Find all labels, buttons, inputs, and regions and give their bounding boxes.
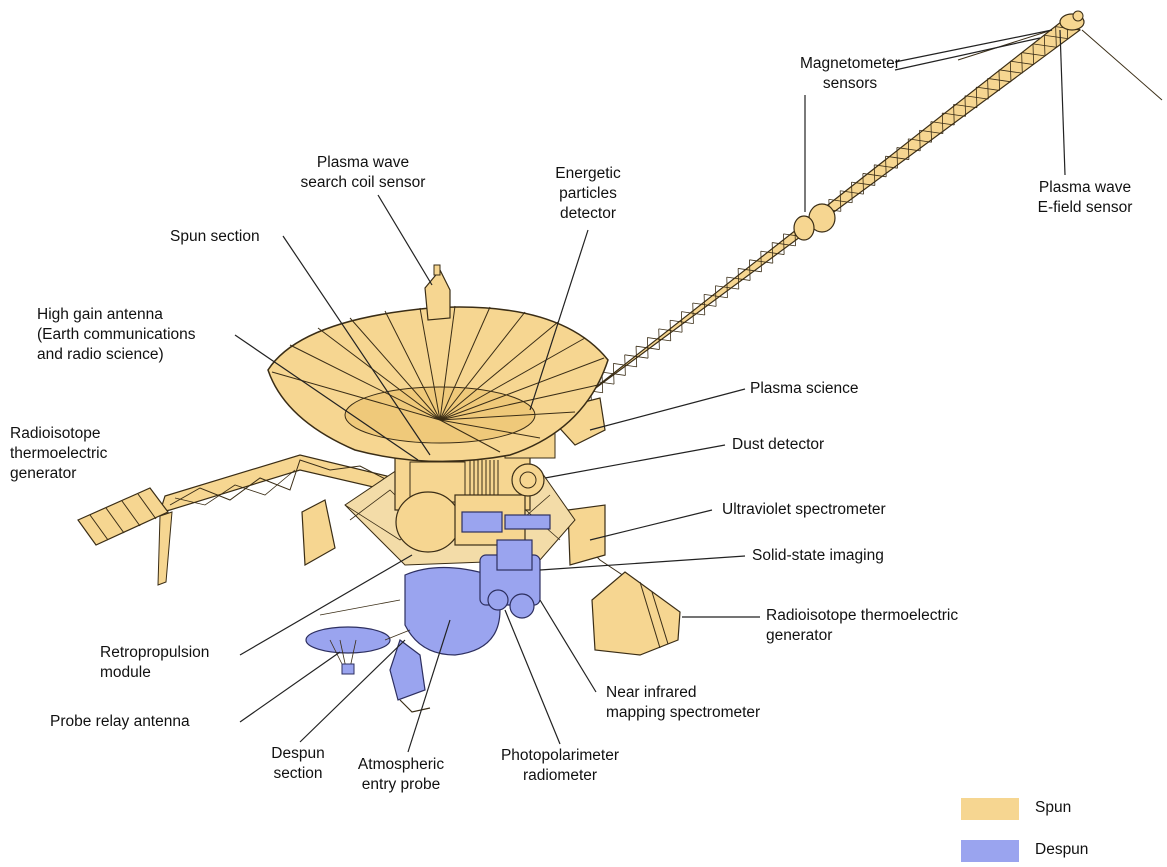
rtg-right	[560, 505, 680, 655]
label-high-gain-antenna: High gain antenna (Earth communications …	[37, 305, 196, 365]
label-photopolarimeter-radiometer: Photopolarimeter radiometer	[490, 746, 630, 786]
label-plasma-wave-search-coil: Plasma wave search coil sensor	[288, 153, 438, 193]
label-rtg-left: Radioisotope thermoelectric generator	[10, 424, 107, 484]
label-ultraviolet-spectrometer: Ultraviolet spectrometer	[722, 500, 886, 520]
label-solid-state-imaging: Solid-state imaging	[752, 546, 884, 566]
label-atmospheric-entry-probe: Atmospheric entry probe	[346, 755, 456, 795]
label-energetic-particles: Energetic particles detector	[538, 164, 638, 224]
label-spun-section: Spun section	[170, 227, 260, 247]
left-panel	[302, 500, 335, 565]
label-retropropulsion-module: Retropropulsion module	[100, 643, 209, 683]
label-probe-relay-antenna: Probe relay antenna	[50, 712, 190, 732]
label-despun-section: Despun section	[258, 744, 338, 784]
legend-swatch-despun	[961, 840, 1019, 862]
label-dust-detector: Dust detector	[732, 435, 824, 455]
high-gain-antenna-dish	[268, 265, 608, 461]
legend-label-despun: Despun	[1035, 840, 1088, 860]
label-plasma-science: Plasma science	[750, 379, 859, 399]
legend-swatch-spun	[961, 798, 1019, 820]
legend-label-spun: Spun	[1035, 798, 1071, 818]
label-rtg-right: Radioisotope thermoelectric generator	[766, 606, 958, 646]
label-plasma-wave-efield: Plasma wave E-field sensor	[1020, 178, 1150, 218]
label-magnetometer-sensors: Magnetometer sensors	[790, 54, 910, 94]
rtg-boom-left	[78, 455, 395, 585]
rtg-left-canister	[78, 488, 172, 585]
label-near-infrared-spectrometer: Near infrared mapping spectrometer	[606, 683, 760, 723]
